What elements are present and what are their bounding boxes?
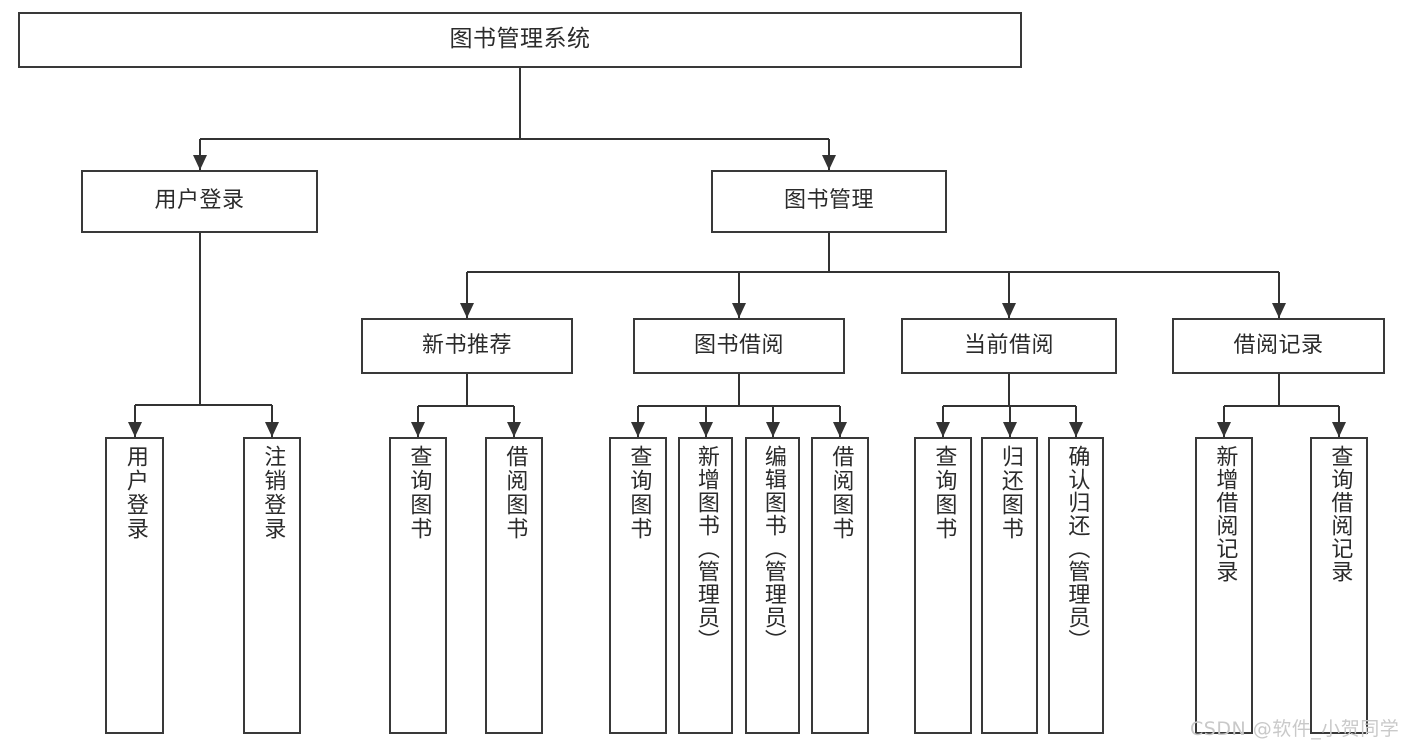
node-label: 借阅记录	[1233, 332, 1324, 358]
node-leaf-11: 新增借阅记录	[1195, 437, 1253, 734]
arrow-head-icon	[936, 422, 950, 437]
arrow-head-icon	[192, 155, 207, 170]
node-label: 借阅图书	[828, 445, 854, 541]
connector-to-level2-1	[828, 139, 830, 170]
connector-to-level3-3	[1277, 272, 1280, 318]
connector-level3-bus-0	[418, 405, 514, 407]
node-leaf-8: 查询图书	[914, 437, 972, 734]
connector-to-level3-2	[1008, 272, 1010, 318]
node-leaf-5: 新增图书（管理员）	[678, 437, 733, 734]
node-label: 用户登录	[122, 445, 148, 541]
connector-level3-2-leaf-1	[1008, 406, 1011, 437]
node-level2-0: 用户登录	[81, 170, 318, 233]
connector-level3-1-leaf-1	[704, 406, 707, 437]
connector-to-level3-1	[738, 272, 740, 318]
node-label: 编辑图书（管理员）	[760, 445, 786, 652]
node-label: 图书借阅	[693, 332, 784, 358]
connector-level3-3-leaf-1	[1338, 406, 1340, 437]
connector-level3-stem-2	[1008, 374, 1010, 406]
arrow-head-icon	[1271, 303, 1286, 318]
connector-root-bus	[199, 138, 829, 140]
node-leaf-6: 编辑图书（管理员）	[745, 437, 800, 734]
node-label: 图书管理系统	[449, 26, 591, 53]
connector-to-level3-0	[466, 272, 468, 318]
connector-root-stem	[519, 68, 521, 139]
node-label: 新增图书（管理员）	[693, 445, 719, 652]
node-leaf-7: 借阅图书	[811, 437, 869, 734]
node-root-图书管理系统: 图书管理系统	[18, 12, 1022, 68]
arrow-head-icon	[822, 155, 836, 170]
node-label: 用户登录	[154, 188, 245, 214]
node-label: 新增借阅记录	[1212, 445, 1238, 583]
arrow-head-icon	[698, 422, 713, 437]
node-label: 注销登录	[260, 445, 286, 541]
node-label: 查询图书	[406, 445, 432, 541]
watermark: CSDN @软件_小贺同学	[1190, 718, 1400, 740]
connector-level3-stem-0	[466, 374, 468, 406]
node-level3-2: 当前借阅	[901, 318, 1117, 374]
node-level2-1: 图书管理	[711, 170, 947, 233]
node-label: 归还图书	[997, 445, 1023, 541]
node-leaf-1: 注销登录	[243, 437, 301, 734]
node-leaf-3: 借阅图书	[485, 437, 543, 734]
connector-level3-2-leaf-2	[1075, 406, 1077, 437]
connector-level3-0-leaf-0	[417, 406, 419, 437]
node-level3-3: 借阅记录	[1172, 318, 1385, 374]
arrow-head-icon	[265, 422, 279, 437]
connector-level3-stem-3	[1277, 374, 1280, 406]
connector-level3-0-leaf-1	[513, 406, 515, 437]
connector-book-stem	[828, 233, 830, 272]
node-leaf-2: 查询图书	[389, 437, 447, 734]
node-label: 借阅图书	[502, 445, 528, 541]
connector-level3-bus-3	[1224, 405, 1339, 407]
connector-user-stem	[198, 233, 201, 405]
node-label: 查询图书	[626, 445, 652, 541]
node-label: 新书推荐	[421, 332, 512, 358]
node-leaf-9: 归还图书	[981, 437, 1038, 734]
arrow-head-icon	[631, 422, 645, 437]
node-leaf-4: 查询图书	[609, 437, 667, 734]
connector-book-bus	[467, 271, 1279, 273]
arrow-head-icon	[1217, 422, 1231, 437]
connector-level3-2-leaf-0	[942, 406, 944, 437]
connector-level3-bus-1	[638, 405, 840, 407]
connector-user-bus	[134, 404, 272, 406]
arrow-head-icon	[1002, 422, 1017, 437]
arrow-head-icon	[460, 303, 474, 318]
arrow-head-icon	[732, 303, 746, 318]
connector-level3-3-leaf-0	[1223, 406, 1225, 437]
node-label: 查询借阅记录	[1327, 445, 1353, 583]
node-leaf-10: 确认归还（管理员）	[1048, 437, 1104, 734]
connector-level3-1-leaf-0	[637, 406, 639, 437]
arrow-head-icon	[1069, 422, 1083, 437]
node-level3-0: 新书推荐	[361, 318, 573, 374]
connector-level3-stem-1	[738, 374, 740, 406]
arrow-head-icon	[507, 422, 521, 437]
arrow-head-icon	[1002, 303, 1016, 318]
connector-level3-1-leaf-3	[839, 406, 841, 437]
arrow-head-icon	[1332, 422, 1346, 437]
connector-to-level2-0	[198, 139, 201, 170]
connector-user-to-leaf-1	[271, 405, 273, 437]
arrow-head-icon	[765, 422, 780, 437]
node-leaf-12: 查询借阅记录	[1310, 437, 1368, 734]
connector-level3-1-leaf-2	[771, 406, 774, 437]
node-label: 图书管理	[783, 188, 874, 214]
node-level3-1: 图书借阅	[633, 318, 845, 374]
arrow-head-icon	[833, 422, 847, 437]
connector-user-to-leaf-0	[133, 405, 136, 437]
node-label: 确认归还（管理员）	[1064, 445, 1090, 652]
arrow-head-icon	[127, 422, 142, 437]
node-label: 当前借阅	[963, 332, 1054, 358]
node-leaf-0: 用户登录	[105, 437, 164, 734]
arrow-head-icon	[411, 422, 425, 437]
node-label: 查询图书	[931, 445, 957, 541]
